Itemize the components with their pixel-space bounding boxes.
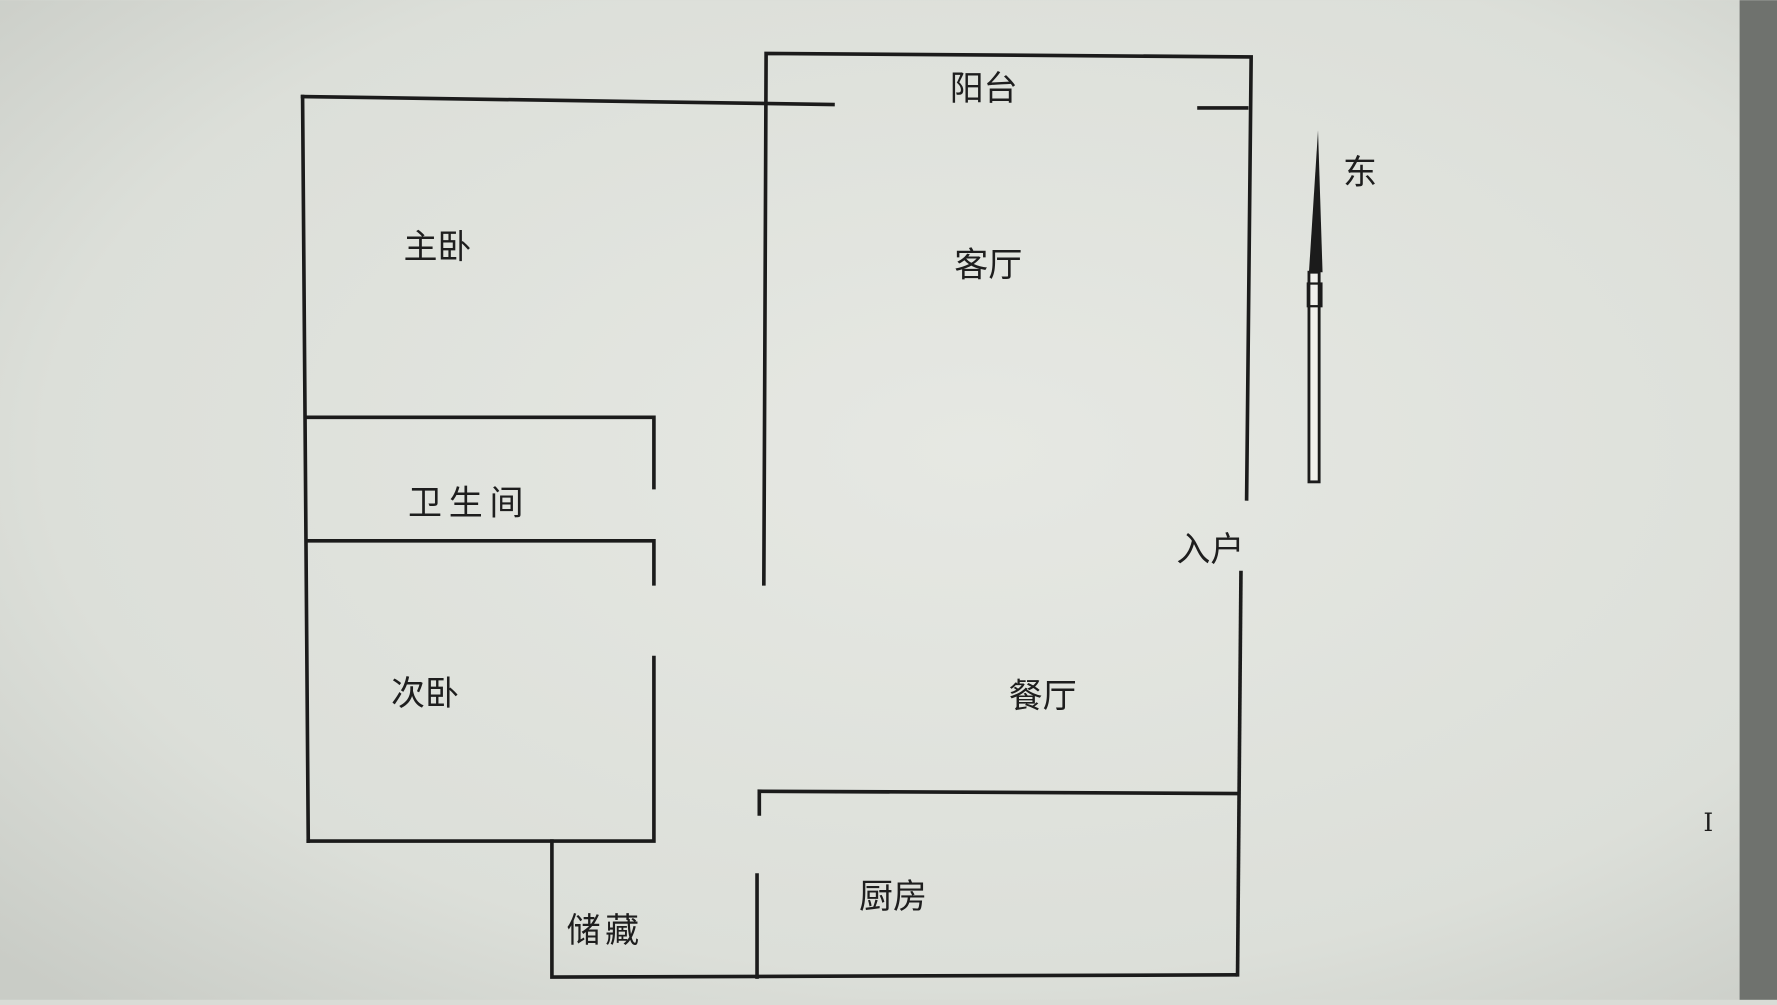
wall-left bbox=[300, 94, 311, 843]
label-living-room: 客厅 bbox=[954, 246, 1022, 286]
label-kitchen: 厨房 bbox=[859, 877, 927, 917]
wall-right-lower bbox=[1235, 570, 1243, 977]
wall-kitchen-top bbox=[757, 789, 1240, 816]
label-storage: 储藏 bbox=[567, 911, 644, 951]
compass-needle bbox=[1306, 130, 1323, 484]
room-labels: 阳台 主卧 客厅 东 卫生间 入户 次卧 餐厅 厨房 储藏 bbox=[391, 69, 1377, 951]
walls bbox=[300, 51, 1253, 979]
label-master-bedroom: 主卧 bbox=[403, 228, 471, 268]
wall-top-master bbox=[300, 94, 835, 107]
label-second-bedroom: 次卧 bbox=[391, 674, 459, 714]
wall-master-bath bbox=[306, 415, 656, 490]
wall-living-balcony bbox=[762, 51, 1253, 586]
wall-second-bedroom bbox=[306, 655, 656, 843]
compass-label-east: 东 bbox=[1343, 153, 1377, 193]
label-bathroom: 卫生间 bbox=[408, 484, 530, 524]
text-cursor-icon: I bbox=[1703, 808, 1713, 837]
wall-bath-second bbox=[306, 538, 656, 586]
screen-edge-strip bbox=[1739, 0, 1777, 1000]
label-dining-room: 餐厅 bbox=[1009, 676, 1077, 716]
wall-storage-bottom bbox=[550, 839, 1238, 979]
label-balcony: 阳台 bbox=[950, 69, 1018, 109]
label-entrance: 入户 bbox=[1176, 530, 1244, 570]
